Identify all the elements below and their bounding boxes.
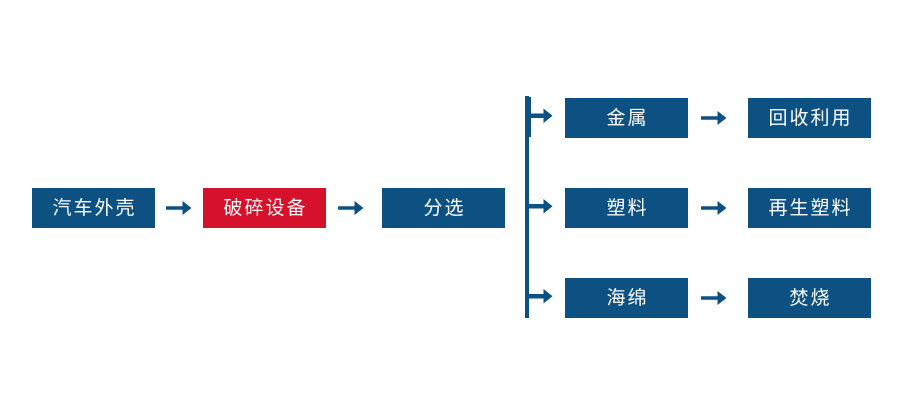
arrow-car-shell-to-crusher	[165, 196, 193, 220]
branch-arrow-sponge	[527, 282, 553, 304]
node-metal-outcome-label: 回收利用	[768, 107, 853, 129]
node-car-shell[interactable]: 汽车外壳	[32, 188, 155, 228]
node-sponge-outcome[interactable]: 焚烧	[748, 278, 871, 318]
node-metal-material[interactable]: 金属	[565, 98, 688, 138]
node-crusher[interactable]: 破碎设备	[203, 188, 326, 228]
node-sponge-outcome-label: 焚烧	[789, 287, 832, 309]
branch-arrow-metal	[527, 97, 553, 137]
node-sorting[interactable]: 分选	[382, 188, 505, 228]
arrow-sponge-to-incineration	[700, 286, 728, 310]
arrow-plastic-to-regenerated	[700, 196, 728, 220]
node-metal-outcome[interactable]: 回收利用	[748, 98, 871, 138]
node-sponge-material[interactable]: 海绵	[565, 278, 688, 318]
node-plastic-outcome-label: 再生塑料	[768, 197, 853, 219]
node-sponge-material-label: 海绵	[606, 287, 649, 309]
node-plastic-material-label: 塑料	[606, 197, 649, 219]
node-plastic-material[interactable]: 塑料	[565, 188, 688, 228]
node-car-shell-label: 汽车外壳	[52, 197, 137, 219]
node-plastic-outcome[interactable]: 再生塑料	[748, 188, 871, 228]
node-metal-material-label: 金属	[606, 107, 649, 129]
node-crusher-label: 破碎设备	[223, 197, 308, 219]
arrow-metal-to-recycle	[700, 106, 728, 130]
arrow-crusher-to-sorting	[337, 196, 365, 220]
branch-arrow-plastic	[527, 192, 553, 214]
node-sorting-label: 分选	[423, 197, 466, 219]
